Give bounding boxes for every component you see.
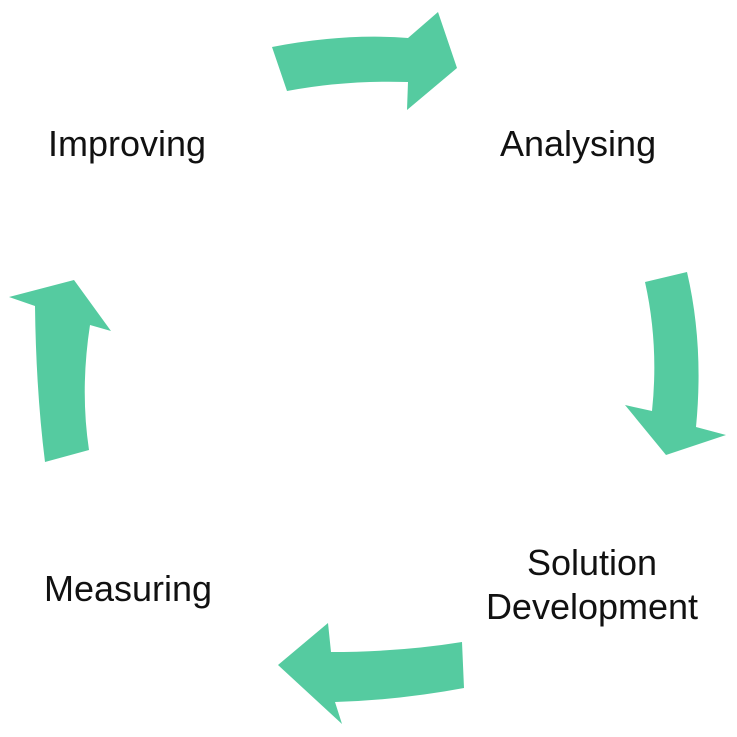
stage-label-solution-line-2: Development: [485, 586, 699, 627]
arrow-solution-to-measuring: [278, 623, 464, 724]
arrow-improving-to-analysing: [272, 12, 457, 110]
arrow-analysing-to-solution: [625, 272, 726, 455]
stage-label-measuring: Measuring: [44, 568, 213, 609]
stage-label-solution-line-1: Solution: [526, 542, 658, 583]
stage-label-solution-development: Solution Development: [462, 541, 722, 629]
arrow-measuring-to-improving: [9, 280, 111, 462]
stage-label-analysing: Analysing: [500, 123, 657, 164]
stage-label-improving: Improving: [48, 123, 207, 164]
